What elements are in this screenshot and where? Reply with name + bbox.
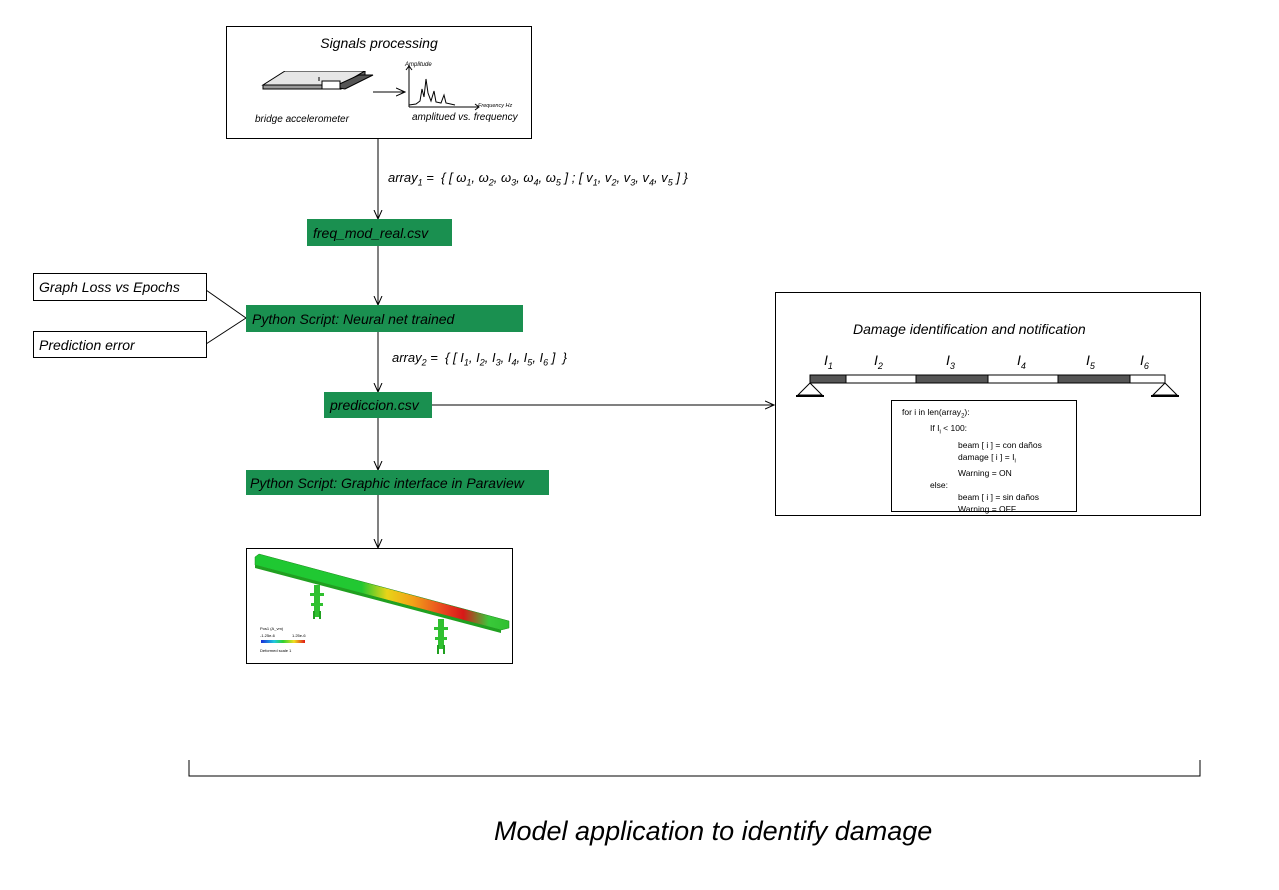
damage-title: Damage identification and notification (853, 321, 1086, 337)
pier-right (438, 619, 444, 649)
freq-csv-node[interactable]: freq_mod_real.csv (307, 219, 452, 246)
sensor (321, 80, 341, 90)
legend-label: Deformed scale 1 (260, 648, 292, 653)
spectrum-curve (408, 78, 456, 106)
code-line-8: Warning = OFF (958, 503, 1017, 514)
prediction-error-box: Prediction error (33, 331, 207, 358)
figure-caption: Model application to identify damage (494, 816, 933, 846)
code-line-7: beam [ i ] = sin daños (958, 491, 1040, 502)
array1-equation: array1 = { [ ω1, ω2, ω3, ω4, ω5 ] ; [ v1… (388, 170, 688, 188)
prediction-error-label: Prediction error (39, 337, 135, 353)
code-line-1: for i in len(array2): (902, 407, 970, 420)
paraview-render-box: Pos1 (A_vm) -1.25e-6 1.25e-6 Deformed sc… (246, 548, 513, 664)
colorbar (261, 640, 305, 643)
plot-xlabel: Frequency Hz (478, 103, 513, 109)
loss-vs-epochs-box: Graph Loss vs Epochs (33, 273, 207, 301)
code-line-4: damage [ i ] = Ii (958, 451, 1016, 465)
amplitude-caption: amplitued vs. frequency (412, 112, 518, 123)
paraview-script-node[interactable]: Python Script: Graphic interface in Para… (246, 470, 549, 495)
link-loss-to-nn (205, 289, 247, 319)
damage-code-block: for i in len(array2): If Ii < 100: beam … (891, 400, 1077, 514)
plot-ylabel: Amplitude (405, 62, 432, 68)
link-prederror-to-nn (205, 317, 247, 345)
array2-equation: array2 = { [ I1, I2, I3, I4, I5, I6 ] } (392, 350, 567, 368)
segment-label-3: I3 (946, 352, 955, 371)
code-line-2: If Ii < 100: (930, 423, 968, 437)
segment-label-1: I1 (824, 352, 833, 371)
code-line-6: else: (930, 480, 948, 491)
legend-title: Pos1 (A_vm) (260, 626, 284, 631)
amplitude-plot (405, 65, 480, 111)
accelerometer-diagram (261, 71, 515, 131)
deck (254, 553, 510, 631)
legend-min: -1.25e-6 (260, 633, 275, 638)
pier-left (314, 585, 320, 617)
legend-max: 1.25e-6 (292, 633, 306, 638)
code-line-3: beam [ i ] = con daños (958, 439, 1042, 450)
loss-vs-epochs-label: Graph Loss vs Epochs (39, 279, 180, 295)
bridge-render (254, 553, 510, 654)
bottom-bracket (188, 760, 1201, 777)
code-line-5: Warning = ON (958, 468, 1012, 479)
segment-label-2: I2 (874, 352, 883, 371)
segment-label-6: I6 (1140, 352, 1149, 371)
ramp (331, 74, 374, 90)
accelerometer-caption: bridge accelerometer (255, 114, 349, 125)
segment-label-4: I4 (1017, 352, 1026, 371)
nn-script-node[interactable]: Python Script: Neural net trained (246, 305, 523, 332)
prediccion-csv-node[interactable]: prediccion.csv (324, 392, 432, 418)
segment-label-5: I5 (1086, 352, 1095, 371)
signals-processing-box: Signals processing Amplitude Frequency H… (226, 26, 532, 139)
signals-title: Signals processing (320, 35, 438, 51)
